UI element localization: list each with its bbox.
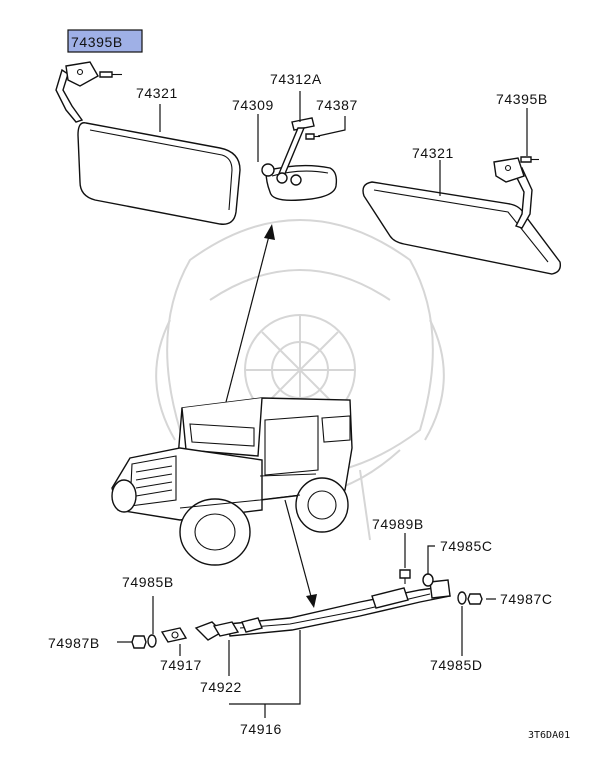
part-label-74985C[interactable]: 74985C	[440, 538, 493, 554]
part-label-74312A[interactable]: 74312A	[270, 71, 322, 87]
seat-belt-assembly[interactable]	[194, 579, 451, 641]
leader-lines	[117, 91, 528, 718]
part-label-74985D[interactable]: 74985D	[430, 657, 483, 673]
belt-washer-left[interactable]	[147, 634, 157, 648]
arrow-to-mirror	[225, 224, 275, 403]
diagram-code: 3T6DA01	[528, 730, 570, 741]
part-label-74985B[interactable]: 74985B	[122, 574, 174, 590]
part-label-74987B[interactable]: 74987B	[48, 635, 100, 651]
vehicle-illustration	[111, 397, 353, 566]
mirror-stay[interactable]	[276, 117, 315, 186]
highlight-box	[67, 29, 143, 53]
part-label-74309[interactable]: 74309	[232, 97, 274, 113]
part-label-74395B-highlight[interactable]: 74395B	[71, 34, 123, 50]
belt-washer-upper[interactable]	[422, 573, 434, 587]
part-label-74321-left[interactable]: 74321	[136, 85, 178, 101]
part-label-74922[interactable]: 74922	[200, 679, 242, 695]
belt-bolt-upper[interactable]	[399, 569, 411, 584]
left-sun-visor[interactable]	[55, 61, 241, 225]
part-label-74395B-right[interactable]: 74395B	[496, 91, 548, 107]
right-visor-screw[interactable]	[520, 156, 539, 163]
part-label-74987C[interactable]: 74987C	[500, 591, 553, 607]
part-label-74916[interactable]: 74916	[240, 721, 282, 737]
part-label-74321-right[interactable]: 74321	[412, 145, 454, 161]
belt-nut-right[interactable]	[467, 593, 483, 605]
belt-washer-right[interactable]	[457, 591, 467, 605]
left-visor-screw[interactable]	[99, 71, 122, 78]
arrow-to-belt	[284, 499, 317, 608]
part-label-74917[interactable]: 74917	[160, 657, 202, 673]
part-label-74387[interactable]: 74387	[316, 97, 358, 113]
belt-nut-left[interactable]	[131, 635, 147, 649]
belt-anchor-bracket[interactable]	[160, 627, 188, 643]
part-label-74989B[interactable]: 74989B	[372, 516, 424, 532]
mirror-screw[interactable]	[305, 133, 320, 140]
right-sun-visor[interactable]	[362, 157, 562, 275]
